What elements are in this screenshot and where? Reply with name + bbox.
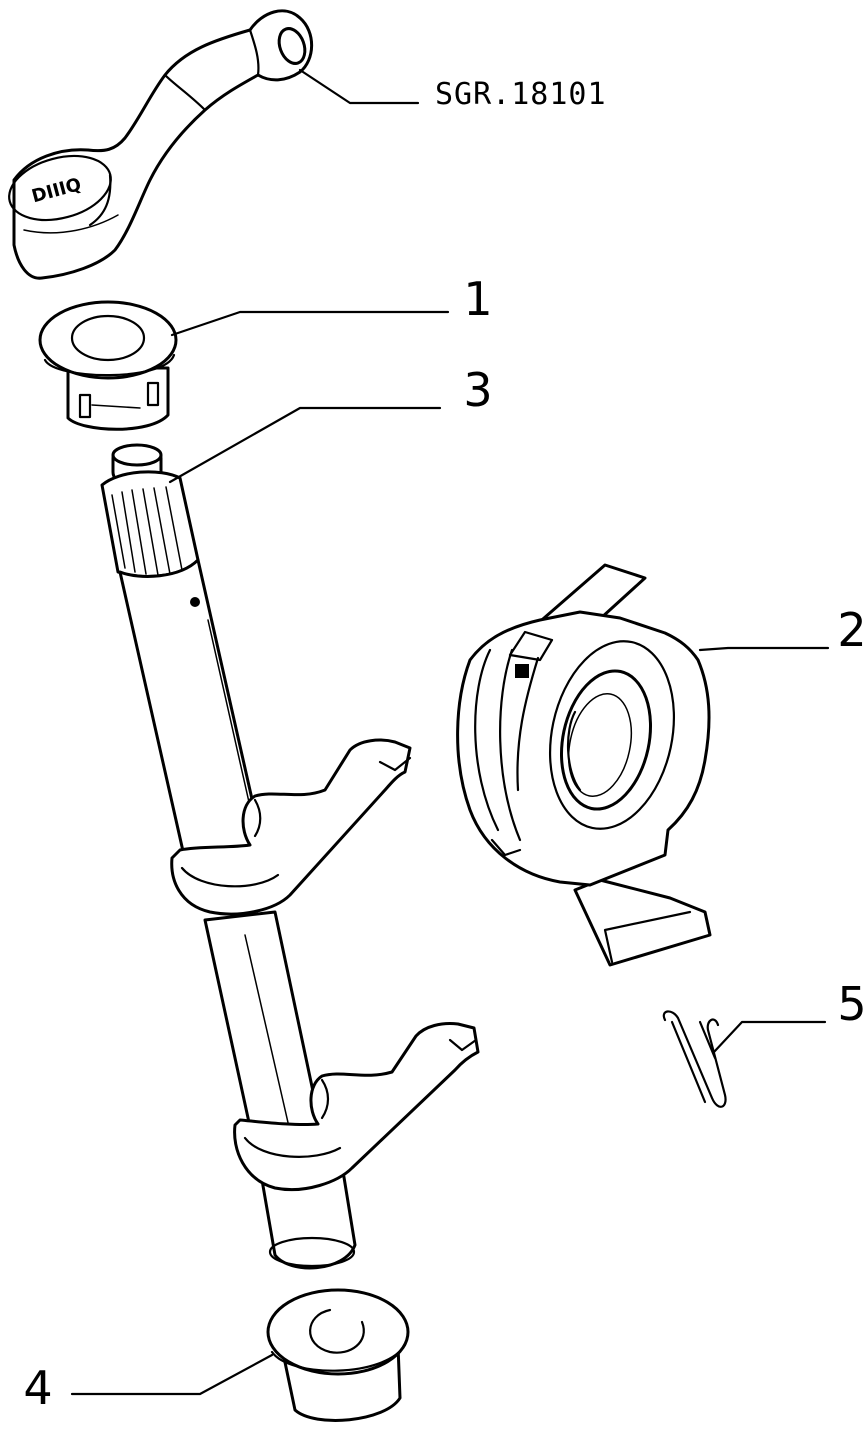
release-bearing xyxy=(456,563,712,967)
upper-bushing xyxy=(38,300,178,431)
leader-1 xyxy=(170,310,450,337)
lower-bushing xyxy=(266,1288,410,1422)
leader-4 xyxy=(70,1353,274,1396)
spring-clip xyxy=(662,1010,727,1108)
callout-5: 5 xyxy=(837,977,866,1031)
leader-reference xyxy=(298,68,420,105)
leader-3 xyxy=(168,406,442,484)
reference-code: SGR.18101 xyxy=(435,77,607,112)
callout-1: 1 xyxy=(463,272,492,326)
release-shaft xyxy=(100,443,480,1270)
release-lever: DIIIQ xyxy=(8,9,314,280)
callout-3: 3 xyxy=(463,363,492,417)
leader-2 xyxy=(698,646,830,652)
callout-4: 4 xyxy=(23,1361,52,1415)
callout-2: 2 xyxy=(837,603,866,657)
leader-5 xyxy=(712,1020,827,1054)
